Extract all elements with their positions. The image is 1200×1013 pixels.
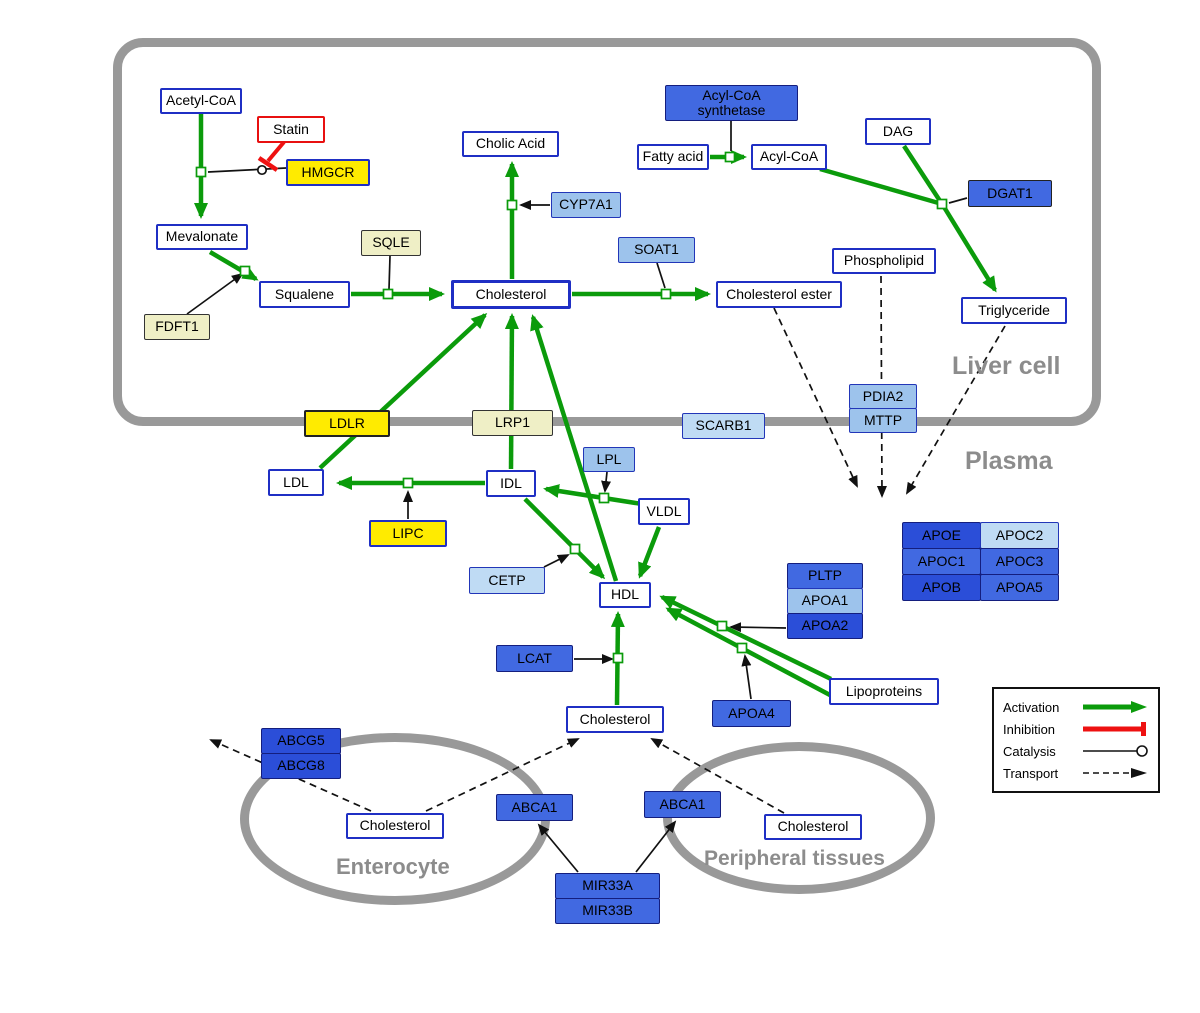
node-pdia2[interactable]: PDIA2 [849, 384, 917, 409]
node-mttp[interactable]: MTTP [849, 408, 917, 433]
catalysis-symbol-icon [1083, 745, 1148, 757]
node-abcg8[interactable]: ABCG8 [261, 753, 341, 779]
node-triglyceride[interactable]: Triglyceride [961, 297, 1067, 324]
peripheral-tissues-label: Peripheral tissues [704, 847, 885, 870]
node-apoa4[interactable]: APOA4 [712, 700, 791, 727]
inhibition-symbol-icon [1083, 722, 1146, 736]
legend-catalysis-row: Catalysis [1003, 740, 1149, 762]
node-apoa5[interactable]: APOA5 [980, 574, 1059, 601]
node-abca1-peripheral[interactable]: ABCA1 [644, 791, 721, 818]
node-ldlr[interactable]: LDLR [304, 410, 390, 437]
node-apob[interactable]: APOB [902, 574, 981, 601]
node-soat1[interactable]: SOAT1 [618, 237, 695, 263]
node-phospholipid[interactable]: Phospholipid [832, 248, 936, 274]
node-dag[interactable]: DAG [865, 118, 931, 145]
node-sqle[interactable]: SQLE [361, 230, 421, 256]
node-cholesterol-ester[interactable]: Cholesterol ester [716, 281, 842, 308]
legend-transport-label: Transport [1003, 765, 1059, 781]
activation-symbol-icon [1083, 701, 1147, 713]
node-mir33a[interactable]: MIR33A [555, 873, 660, 899]
node-scarb1[interactable]: SCARB1 [682, 413, 765, 439]
node-cholic-acid[interactable]: Cholic Acid [462, 131, 559, 157]
node-idl[interactable]: IDL [486, 470, 536, 497]
node-pltp[interactable]: PLTP [787, 563, 863, 589]
node-cholesterol-liver[interactable]: Cholesterol [451, 280, 571, 309]
node-acyl-coa[interactable]: Acyl-CoA [751, 144, 827, 170]
plasma-label: Plasma [965, 447, 1053, 475]
node-mir33b[interactable]: MIR33B [555, 898, 660, 924]
legend-transport-row: Transport [1003, 762, 1149, 784]
node-cetp[interactable]: CETP [469, 567, 545, 594]
node-lipc[interactable]: LIPC [369, 520, 447, 547]
node-acyl-coa-synthetase[interactable]: Acyl-CoA synthetase [665, 85, 798, 121]
node-apoa1[interactable]: APOA1 [787, 588, 863, 614]
node-hmgcr[interactable]: HMGCR [286, 159, 370, 186]
liver-cell-label: Liver cell [952, 352, 1061, 380]
node-dgat1[interactable]: DGAT1 [968, 180, 1052, 207]
node-cholesterol-enterocyte[interactable]: Cholesterol [346, 813, 444, 839]
node-lrp1[interactable]: LRP1 [472, 410, 553, 436]
node-squalene[interactable]: Squalene [259, 281, 350, 308]
legend-inhibition-label: Inhibition [1003, 721, 1056, 737]
peripheral-tissues-membrane [663, 742, 935, 894]
node-apoc2[interactable]: APOC2 [980, 522, 1059, 549]
node-lpl[interactable]: LPL [583, 447, 635, 472]
node-ldl[interactable]: LDL [268, 469, 324, 496]
node-lcat[interactable]: LCAT [496, 645, 573, 672]
enterocyte-label: Enterocyte [336, 854, 450, 879]
node-apoc1[interactable]: APOC1 [902, 548, 981, 575]
legend: Activation Inhibition Catalysis Transpor… [992, 687, 1160, 793]
legend-activation-label: Activation [1003, 699, 1060, 715]
node-cholesterol-plasma[interactable]: Cholesterol [566, 706, 664, 733]
node-hdl[interactable]: HDL [599, 582, 651, 608]
node-cyp7a1[interactable]: CYP7A1 [551, 192, 621, 218]
node-cholesterol-peripheral[interactable]: Cholesterol [764, 814, 862, 840]
node-lipoproteins[interactable]: Lipoproteins [829, 678, 939, 705]
legend-catalysis-label: Catalysis [1003, 743, 1056, 759]
node-vldl[interactable]: VLDL [638, 498, 690, 525]
node-fdft1[interactable]: FDFT1 [144, 314, 210, 340]
node-abcg5[interactable]: ABCG5 [261, 728, 341, 754]
node-apoe[interactable]: APOE [902, 522, 981, 549]
node-apoa2[interactable]: APOA2 [787, 613, 863, 639]
node-statin[interactable]: Statin [257, 116, 325, 143]
node-apoc3[interactable]: APOC3 [980, 548, 1059, 575]
node-fatty-acid[interactable]: Fatty acid [637, 144, 709, 170]
node-abca1-enterocyte[interactable]: ABCA1 [496, 794, 573, 821]
node-mevalonate[interactable]: Mevalonate [156, 224, 248, 250]
node-acetyl-coa[interactable]: Acetyl-CoA [160, 88, 242, 114]
transport-symbol-icon [1083, 768, 1147, 778]
legend-activation-row: Activation [1003, 696, 1149, 718]
legend-inhibition-row: Inhibition [1003, 718, 1149, 740]
